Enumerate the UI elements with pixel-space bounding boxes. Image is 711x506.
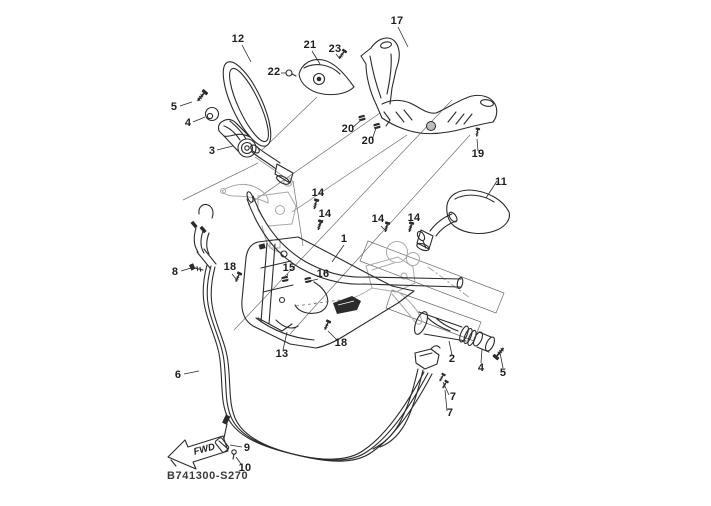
- part-throttle-grip: [413, 311, 508, 362]
- part-mirror-left: [222, 61, 294, 185]
- screw-5-left-glyph: [194, 87, 210, 104]
- clamp-9-glyph: [214, 437, 230, 453]
- callout-14-b: 14: [319, 208, 332, 220]
- callout-7-b: 7: [447, 407, 453, 419]
- callout-4-right: 4: [478, 362, 485, 374]
- callout-14-a: 14: [312, 187, 325, 199]
- callout-14-d: 14: [408, 212, 421, 224]
- callout-13: 13: [276, 348, 289, 360]
- callout-11: 11: [495, 176, 507, 188]
- callout-5-right: 5: [500, 367, 506, 379]
- callout-18-right: 18: [335, 337, 348, 349]
- bolt-8-glyph: [188, 263, 204, 272]
- callout-23: 23: [329, 43, 342, 55]
- callout-22: 22: [268, 66, 281, 78]
- callout-6: 6: [175, 369, 181, 381]
- screw-22-glyph: [285, 69, 293, 77]
- leader-lines: [179, 26, 504, 465]
- fwd-arrow-icon: FWD: [167, 435, 229, 470]
- callout-20-a: 20: [342, 123, 355, 135]
- callout-2: 2: [449, 353, 455, 365]
- callout-17: 17: [391, 15, 404, 27]
- callout-21: 21: [304, 39, 317, 51]
- callout-15: 15: [283, 262, 296, 274]
- cable-end-bracket: [414, 348, 440, 370]
- callout-20-b: 20: [362, 135, 375, 147]
- part-cables: [188, 203, 441, 462]
- part-garnish: [285, 47, 355, 96]
- screw-5-right-glyph: [491, 344, 508, 362]
- callout-4-left: 4: [185, 117, 192, 129]
- callout-18-left: 18: [224, 261, 237, 273]
- part-mirror-right: [416, 189, 510, 252]
- drawing-number: B741300-S270: [167, 470, 248, 482]
- cap-4-left-glyph: [204, 106, 220, 122]
- part-lower-cover: [241, 236, 415, 349]
- callout-12: 12: [232, 33, 245, 45]
- callouts: 1 2 3 4 4 5 5 6 7 7 8 9 10 11 12 13 14 1…: [171, 15, 507, 474]
- callout-8: 8: [172, 266, 178, 278]
- callout-5-left: 5: [171, 101, 177, 113]
- clip-16-glyph: [303, 276, 313, 284]
- callout-7-a: 7: [450, 391, 456, 403]
- clip-15-glyph: [280, 275, 290, 283]
- weight-4-right-glyph: [472, 331, 484, 347]
- fwd-label: FWD: [192, 441, 216, 457]
- screw-19-glyph: [473, 126, 481, 138]
- ghost-brake-levers: [220, 177, 471, 325]
- clip-20-b-glyph: [372, 122, 382, 130]
- screw-7-b-glyph: [440, 378, 450, 390]
- part-upper-cover: [360, 37, 498, 135]
- screw-18-right-glyph: [321, 318, 333, 332]
- callout-19: 19: [472, 148, 485, 160]
- callout-14-c: 14: [372, 213, 385, 225]
- part-grip-left: [194, 87, 257, 158]
- callout-3: 3: [209, 145, 215, 157]
- explosion-lines: [182, 96, 505, 342]
- callout-16: 16: [317, 268, 330, 280]
- callout-9: 9: [244, 442, 250, 454]
- callout-1: 1: [341, 233, 347, 245]
- clip-20-a-glyph: [357, 114, 367, 122]
- callout-10: 10: [239, 462, 252, 474]
